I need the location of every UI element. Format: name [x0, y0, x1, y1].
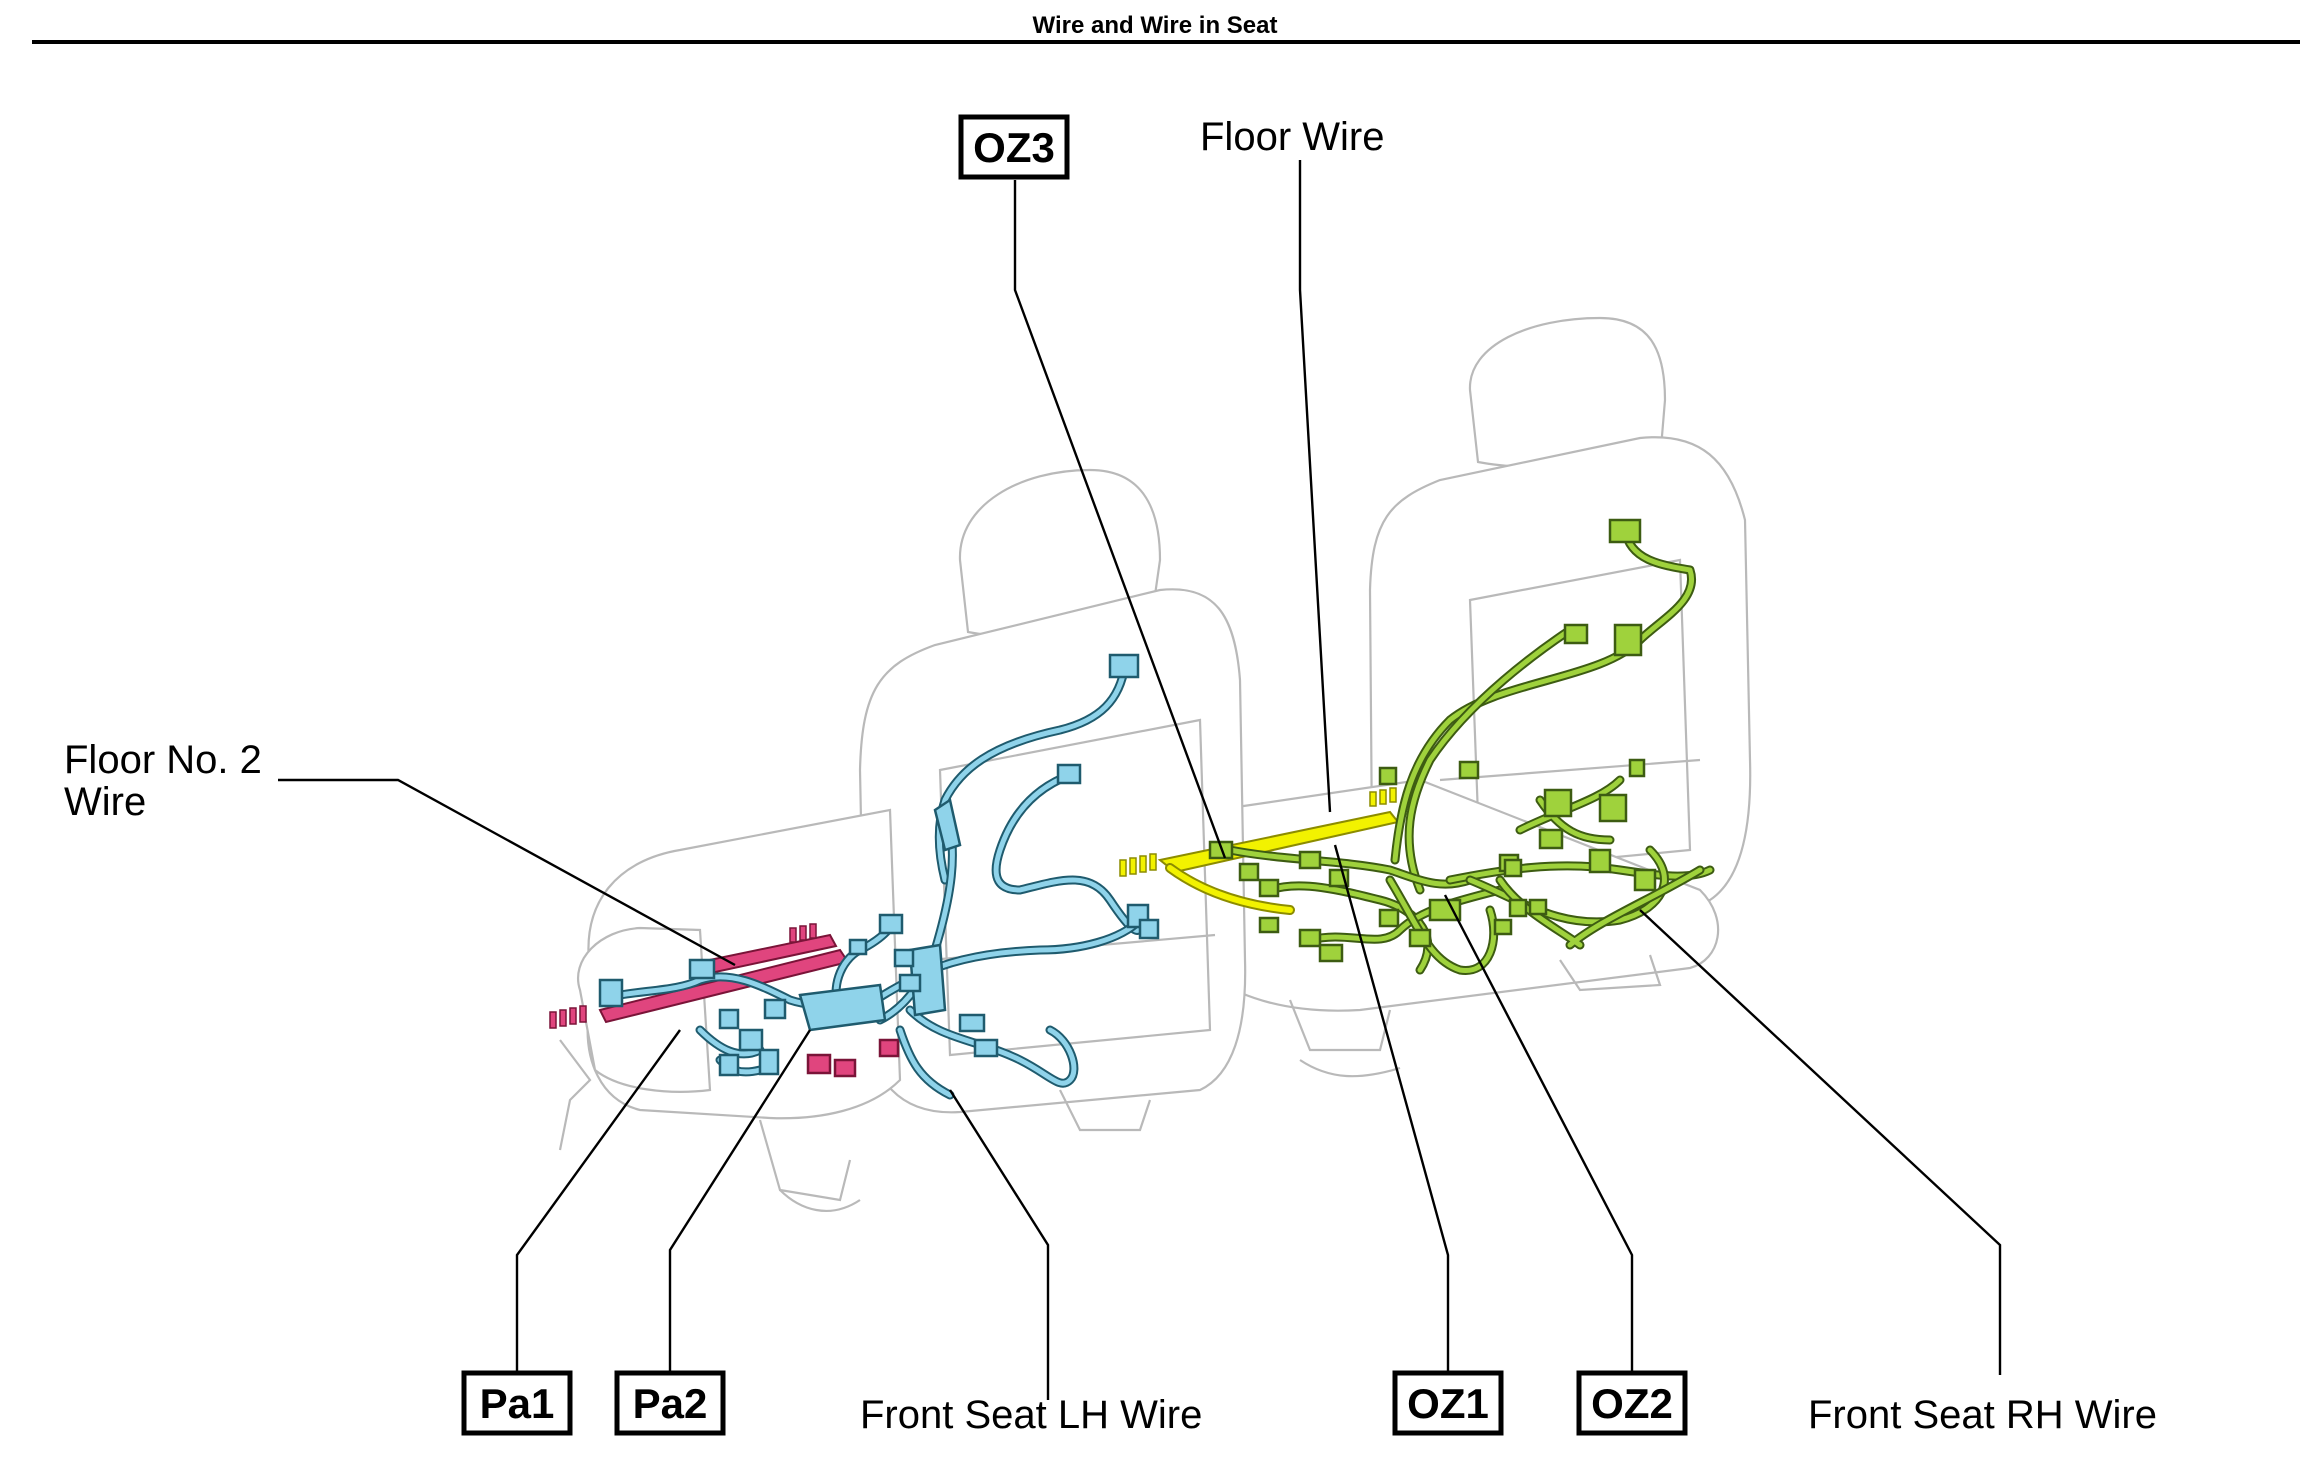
rh-connector [1608, 518, 1642, 544]
connector-oz1-code: OZ1 [1407, 1380, 1489, 1427]
left-seat-outline [558, 468, 1247, 1212]
floor-wire-label: Floor Wire [1200, 115, 1384, 159]
floor-no2-wire-label-line2: Wire [64, 780, 146, 824]
front-seat-rh-wire-harness [1208, 518, 1715, 975]
right-seat-outline [1162, 316, 1752, 1078]
connector-pa2-code: Pa2 [633, 1380, 708, 1427]
page-title: Wire and Wire in Seat [1032, 12, 1278, 39]
connector-oz3: OZ3 [958, 114, 1070, 180]
leader-lines [278, 160, 2002, 1400]
header-rule [32, 40, 2300, 44]
connector-pa1-code: Pa1 [480, 1380, 555, 1427]
front-seat-lh-wire-label: Front Seat LH Wire [860, 1393, 1202, 1437]
connector-oz1: OZ1 [1392, 1370, 1504, 1436]
front-seat-rh-wire-label: Front Seat RH Wire [1808, 1393, 2157, 1437]
connector-oz3-code: OZ3 [973, 124, 1055, 171]
connector-pa1: Pa1 [461, 1370, 573, 1436]
lh-junction-block [798, 983, 887, 1032]
floor-no2-wire-harness [549, 923, 900, 1078]
floor-no2-wire-label-line1: Floor No. 2 [64, 738, 262, 782]
front-seat-lh-wire-harness [598, 653, 1160, 1100]
connector-oz2: OZ2 [1576, 1370, 1688, 1436]
connector-pa2: Pa2 [614, 1370, 726, 1436]
connector-oz2-code: OZ2 [1591, 1380, 1673, 1427]
